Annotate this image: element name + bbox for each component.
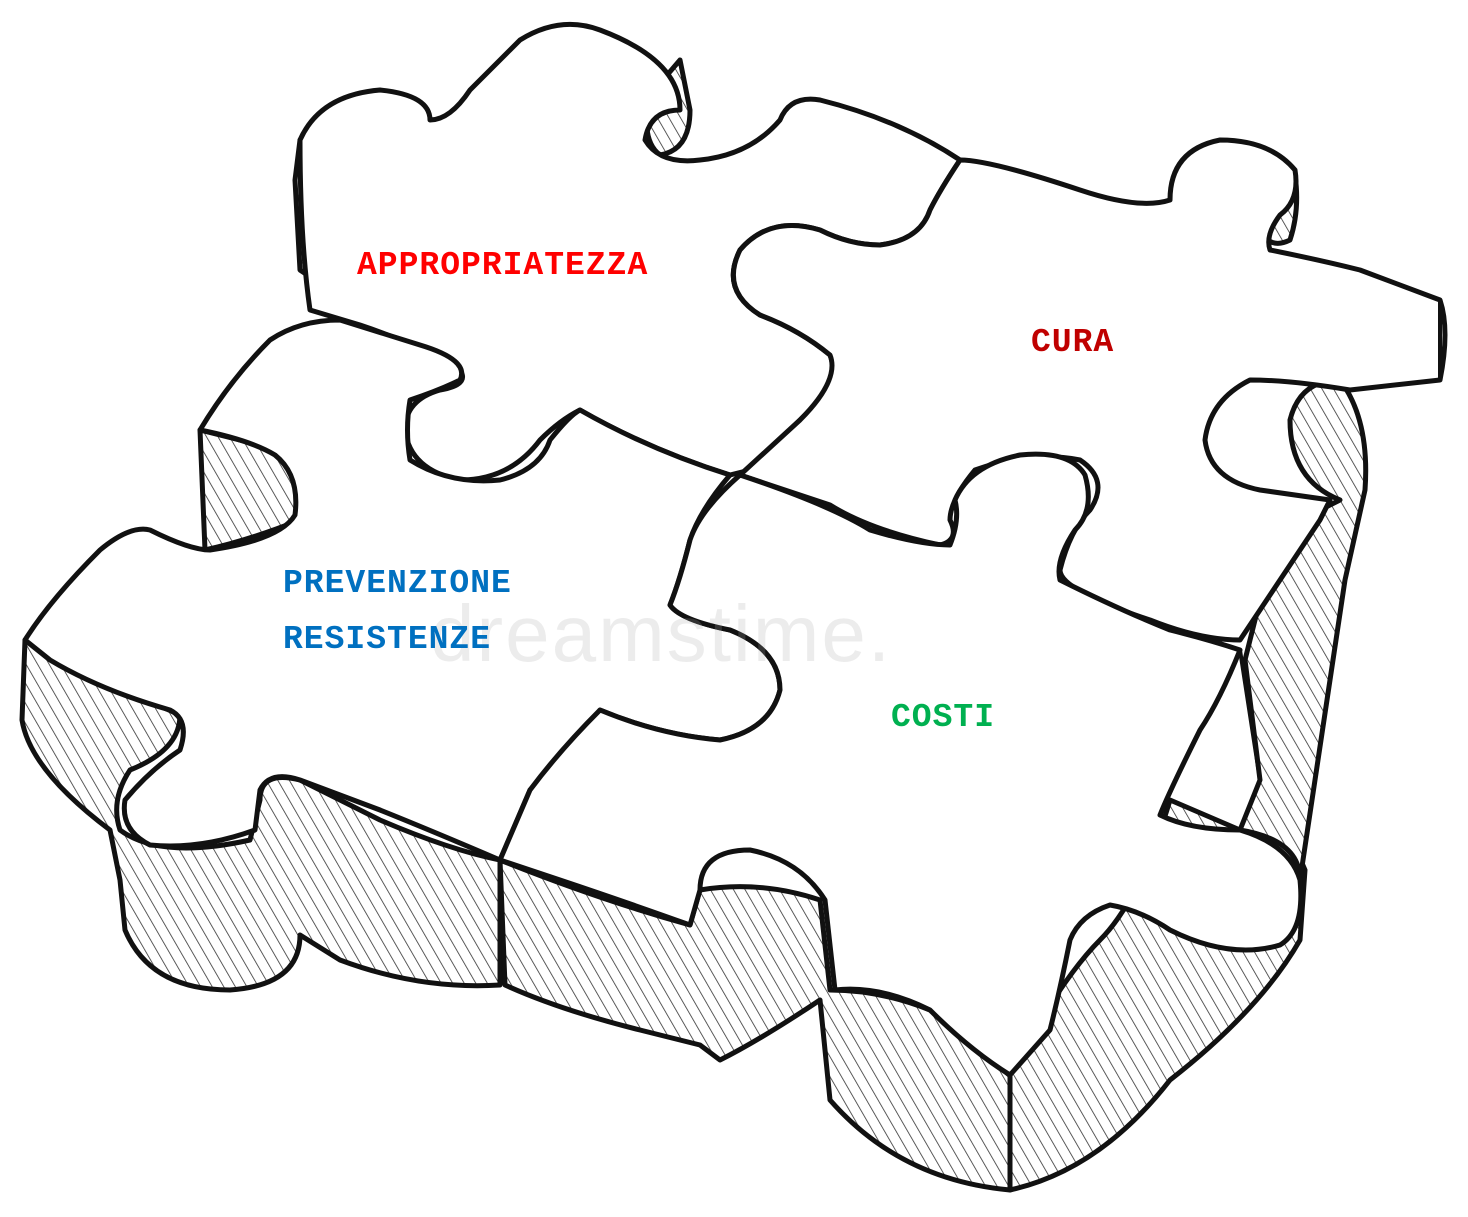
label-costi: COSTI — [891, 690, 995, 746]
label-prevenzione: PREVENZIONE — [283, 556, 512, 612]
label-cura: CURA — [1031, 315, 1114, 371]
side-far-right-edge — [1240, 380, 1366, 880]
label-appropriatezza: APPROPRIATEZZA — [357, 238, 648, 294]
label-resistenze: RESISTENZE — [283, 612, 491, 668]
